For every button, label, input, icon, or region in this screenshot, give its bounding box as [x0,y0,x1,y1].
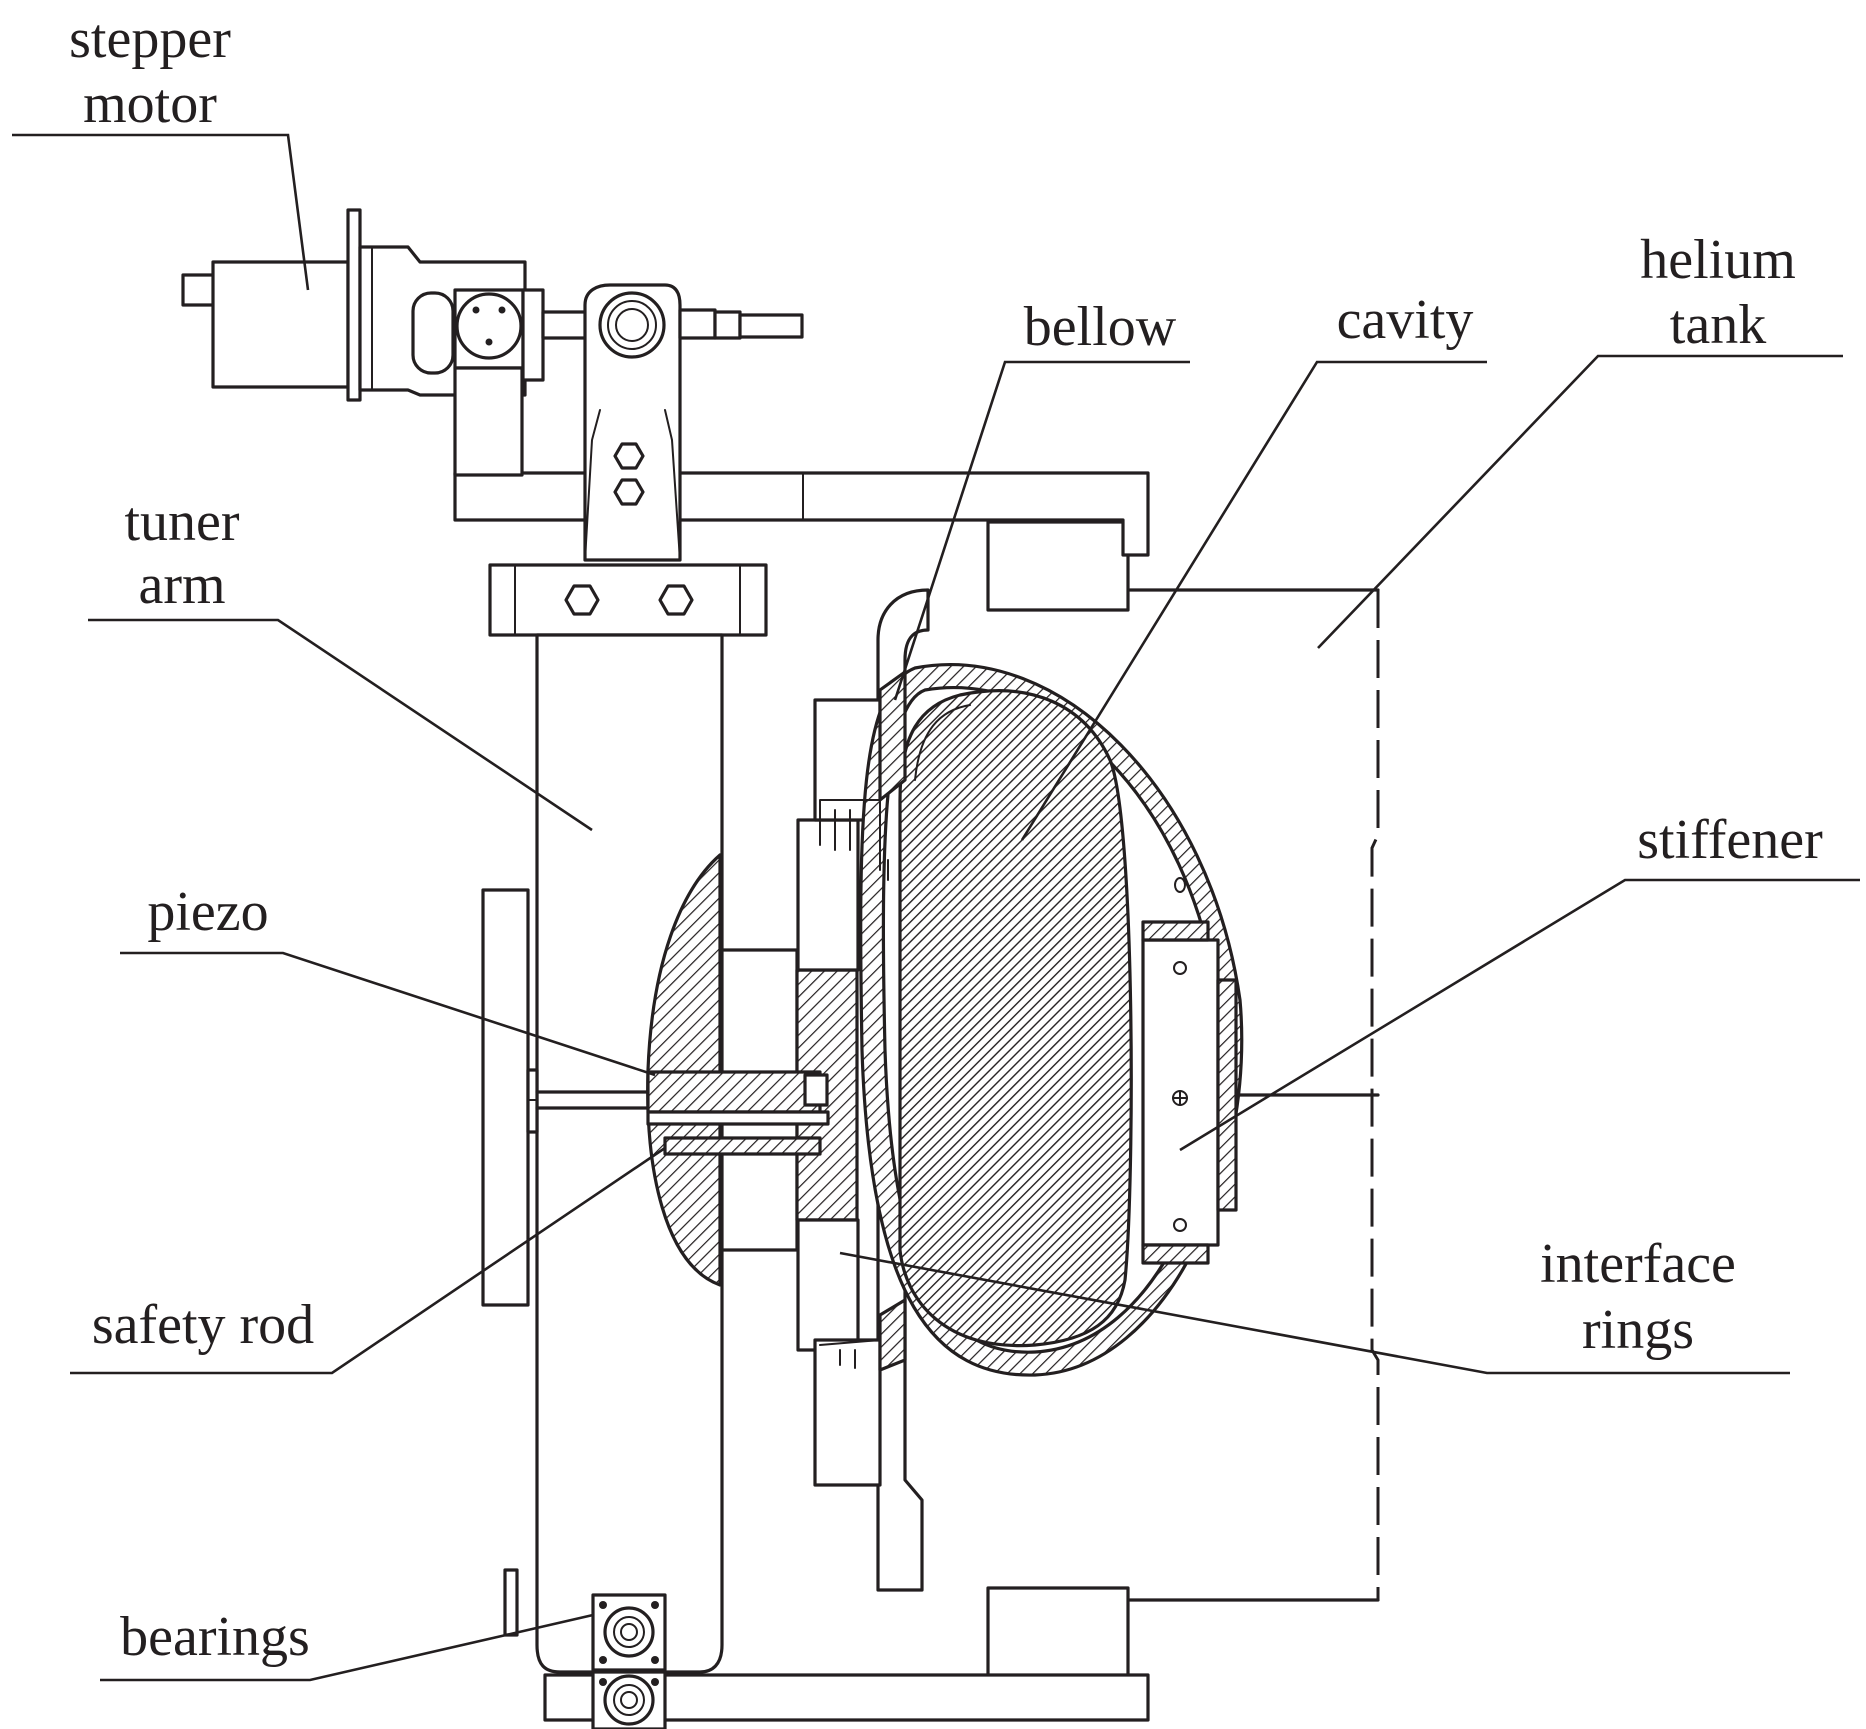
label-safety-rod: safety rod [92,1294,314,1356]
stepper-motor [181,208,590,477]
label-interface-rings-line2: rings [1582,1299,1694,1361]
leader-lines [12,133,1860,1682]
label-bellow: bellow [1024,296,1177,358]
label-cavity: cavity [1337,289,1474,351]
label-stepper-motor-line2: motor [83,73,217,135]
label-tuner-arm-line2: arm [138,554,225,616]
label-piezo: piezo [147,881,268,943]
bearings [503,1568,667,1729]
label-stepper-motor-line1: stepper [69,8,231,70]
label-tuner-arm-line1: tuner [124,491,239,553]
label-helium-tank-line2: tank [1670,294,1766,356]
label-interface-rings-line1: interface [1540,1233,1736,1295]
label-stiffener: stiffener [1637,809,1823,871]
labels: stepper motor tuner arm piezo safety rod… [69,8,1823,1668]
tuner-arm [481,283,804,1674]
label-helium-tank-line1: helium [1640,229,1796,291]
cavity-assembly [646,663,1244,1487]
label-bearings: bearings [120,1606,310,1668]
